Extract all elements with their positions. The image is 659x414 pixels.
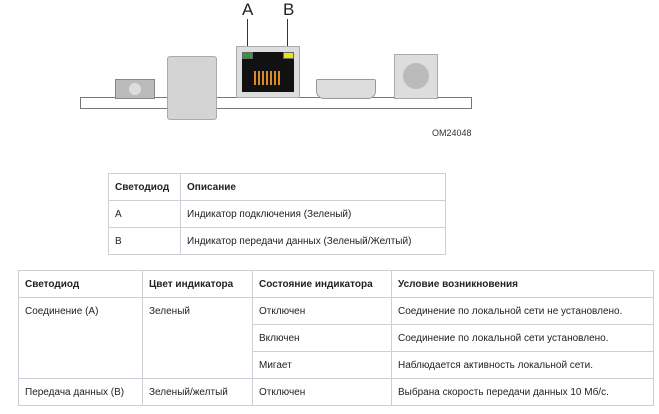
table-row: Передача данных (B) Зеленый/желтый Отклю…	[18, 378, 654, 406]
cell: Зеленый/желтый	[142, 378, 253, 406]
cell: Включен	[252, 324, 392, 352]
power-jack	[394, 54, 438, 99]
cell: Соединение (A)	[18, 297, 143, 379]
table-row: Мигает Наблюдается активность локальной …	[19, 351, 654, 379]
leader-line-a	[247, 19, 248, 52]
cell: Отключен	[252, 378, 392, 406]
rj45-port	[236, 46, 300, 98]
cell: Передача данных (B)	[18, 378, 143, 406]
header-led: Светодиод	[18, 270, 143, 298]
cell: Соединение по локальной сети не установл…	[391, 297, 654, 325]
led-states-table: Светодиод Цвет индикатора Состояние инди…	[18, 270, 654, 406]
label-b: B	[283, 0, 295, 19]
led-a	[242, 52, 253, 59]
cell: B	[108, 227, 181, 255]
header-state: Состояние индикатора	[252, 270, 392, 298]
cell: Индикатор передачи данных (Зеленый/Желты…	[180, 227, 446, 255]
cell: Индикатор подключения (Зеленый)	[180, 200, 446, 228]
cell: Наблюдается активность локальной сети.	[391, 351, 654, 379]
cell: A	[108, 200, 181, 228]
header-color: Цвет индикатора	[142, 270, 253, 298]
header-condition: Условие возникновения	[391, 270, 654, 298]
hdmi-port	[316, 79, 376, 99]
header-led: Светодиод	[108, 173, 181, 201]
small-port	[115, 79, 155, 99]
cell: Соединение по локальной сети установлено…	[391, 324, 654, 352]
leader-line-b	[287, 19, 288, 52]
usb-port-stack	[167, 56, 217, 120]
cell: Зеленый	[142, 297, 253, 379]
label-a: A	[242, 0, 254, 19]
led-b	[283, 52, 294, 59]
cell: Мигает	[252, 351, 392, 379]
cell: Выбрана скорость передачи данных 10 Мб/с…	[391, 378, 654, 406]
figure-code: OM24048	[432, 128, 472, 138]
table-row: Включен Соединение по локальной сети уст…	[19, 324, 654, 352]
cell: Отключен	[252, 297, 392, 325]
header-description: Описание	[180, 173, 446, 201]
table-row: Соединение (A) Зеленый Отключен Соединен…	[18, 297, 654, 379]
